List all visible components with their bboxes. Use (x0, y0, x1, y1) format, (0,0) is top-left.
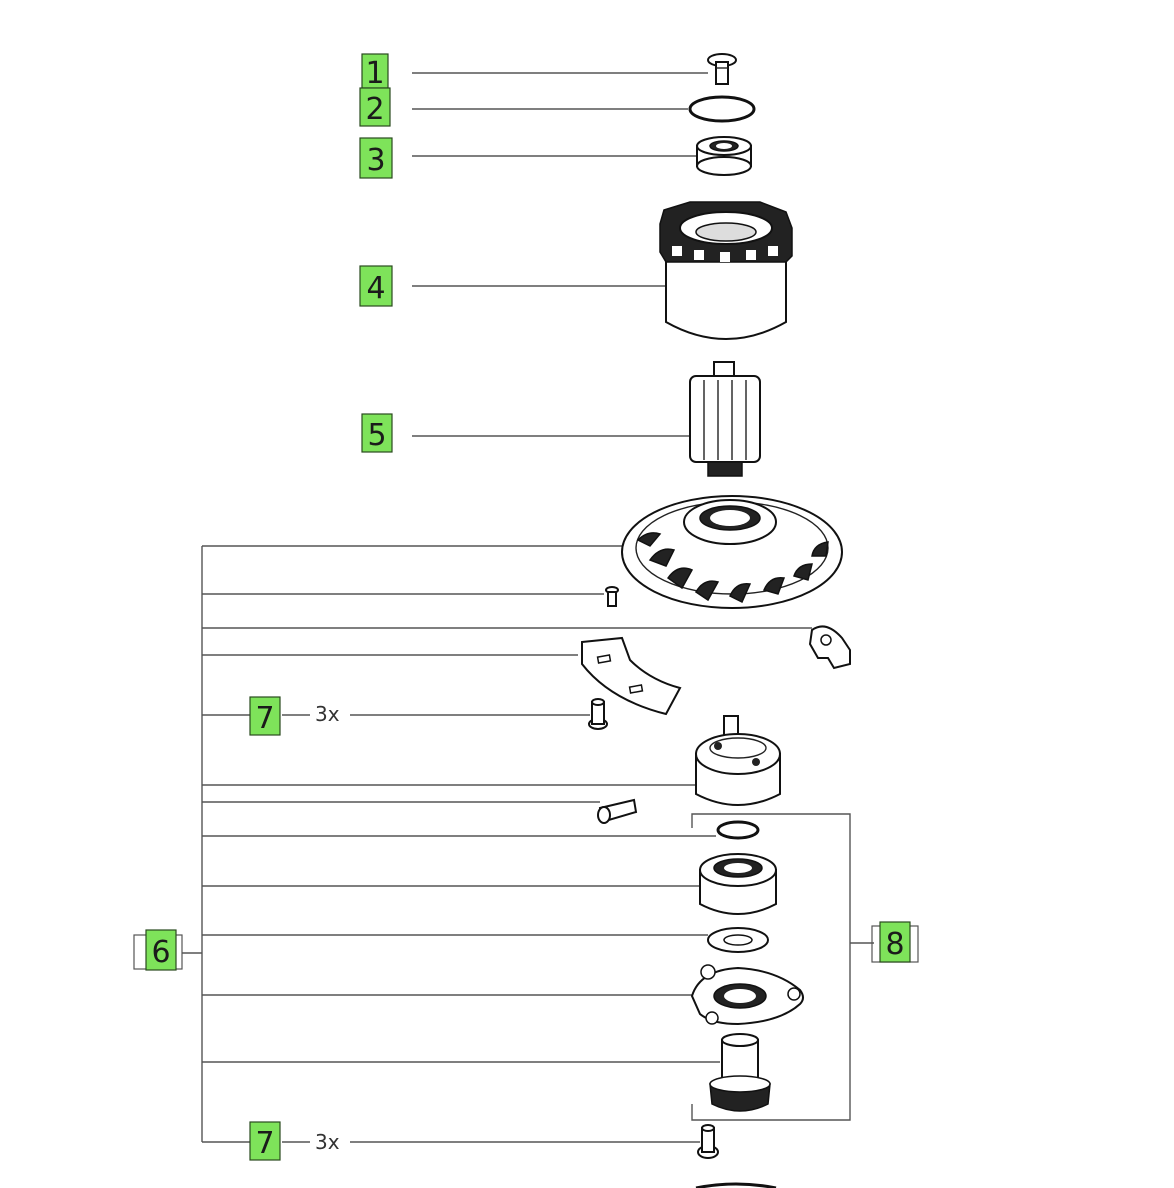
callout-8: 8 (871, 921, 919, 963)
quantity-7-lower: 3x (315, 1130, 340, 1154)
part-screw-7-upper-icon (588, 698, 608, 730)
callout-4: 4 (359, 265, 393, 307)
callout-1-label: 1 (365, 56, 384, 91)
callout-3-label: 3 (366, 143, 385, 178)
part-flange-icon (690, 964, 804, 1026)
part-stator-icon (659, 201, 793, 340)
part-bearing-icon (696, 136, 752, 176)
part-o-ring-icon (688, 95, 756, 123)
callout-6-label: 6 (151, 935, 170, 970)
callout-8-label: 8 (885, 927, 904, 962)
callout-6: 6 (133, 929, 183, 971)
part-spindle-icon (709, 1033, 771, 1112)
part-curved-plate-icon (581, 636, 682, 716)
callout-3: 3 (359, 137, 393, 179)
part-washer-icon (707, 927, 769, 953)
part-screw-icon (707, 53, 737, 85)
callout-2: 2 (359, 87, 391, 127)
callout-4-label: 4 (366, 271, 385, 306)
callout-7-upper-label: 7 (255, 701, 274, 736)
part-gear-housing-icon (695, 715, 781, 806)
part-rotor-icon (689, 361, 761, 477)
part-retaining-ring-icon (716, 820, 760, 840)
part-clip-icon (808, 625, 851, 670)
callout-5: 5 (361, 413, 393, 453)
callout-7-lower-label: 7 (255, 1126, 274, 1161)
callout-2-label: 2 (365, 92, 384, 127)
callout-7-lower: 7 3x (249, 1121, 340, 1161)
part-small-screw-icon (605, 586, 619, 607)
part-large-bearing-icon (699, 853, 777, 915)
callout-7-upper: 7 3x (249, 696, 340, 736)
leader-lines (182, 72, 874, 1143)
quantity-7-upper: 3x (315, 702, 340, 726)
part-fan-icon (621, 495, 843, 609)
part-screw-7-lower-icon (697, 1124, 719, 1159)
part-pin-icon (597, 798, 638, 824)
callout-1: 1 (361, 53, 389, 91)
part-cutoff-icon (695, 1182, 777, 1188)
callout-5-label: 5 (367, 418, 386, 453)
